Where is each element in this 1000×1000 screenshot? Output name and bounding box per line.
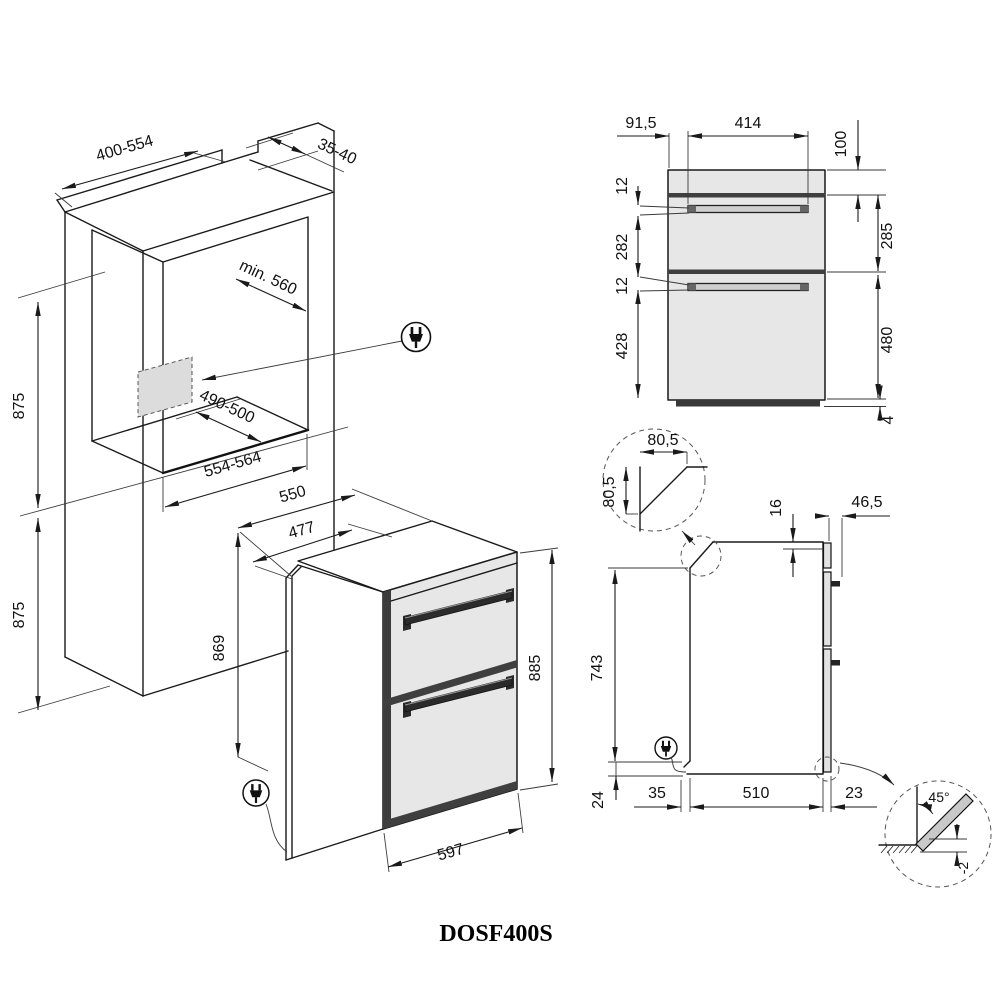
dim-depth: 510 <box>743 785 770 802</box>
dim-front-lower-door: 480 <box>879 327 896 354</box>
dim-bottom-clearance: 24 <box>590 791 607 809</box>
dim-front-gap: 35 <box>648 785 666 802</box>
dim-oven-body-depth: 477 <box>287 519 317 543</box>
model-label: DOSF400S <box>439 921 552 947</box>
dim-front-plinth: 4 <box>880 415 897 424</box>
dim-oven-width: 597 <box>436 841 466 865</box>
dim-top-recess: 16 <box>768 499 785 517</box>
dim-cabinet-upper-height: 875 <box>11 393 28 420</box>
dim-front-gap-lower: 12 <box>614 277 631 295</box>
floor-hatch <box>880 845 918 854</box>
dim-rear-height: 743 <box>589 655 606 682</box>
oven-isometric: 550 477 869 885 597 <box>211 483 559 873</box>
cabinet-isometric: 400-554 35-40 min. 560 490-500 554-564 8… <box>11 122 432 714</box>
dim-front-between-handles: 282 <box>614 234 631 261</box>
dim-front-handle-width: 414 <box>735 115 762 132</box>
side-handle-upper <box>831 581 840 587</box>
dim-front-clearance: 46,5 <box>851 494 882 511</box>
dim-chamfer-height: 80,5 <box>601 476 618 507</box>
dim-front-lower-height: 428 <box>614 333 631 360</box>
tilted-door <box>915 793 974 852</box>
door-tilt-detail: 45° -2 <box>878 780 992 888</box>
dim-door-thickness: 23 <box>845 785 863 802</box>
front-handle-upper <box>687 204 809 214</box>
dim-front-gap-upper: 12 <box>614 177 631 195</box>
front-handle-lower <box>687 282 809 292</box>
dim-chamfer-width: 80,5 <box>647 432 678 449</box>
power-plug-icon <box>400 321 432 353</box>
oven-handle-lower <box>403 675 514 718</box>
electrical-area-patch <box>137 356 193 418</box>
power-plug-icon <box>242 779 270 807</box>
oven-handle-upper <box>403 588 514 631</box>
dim-oven-body-height: 869 <box>211 635 228 662</box>
dim-door-angle: 45° <box>928 789 949 805</box>
plinth <box>676 400 820 407</box>
dim-cabinet-top-depth: 35-40 <box>315 136 359 169</box>
dim-front-top-offset: 100 <box>833 131 850 158</box>
dim-oven-total-height: 885 <box>527 655 544 682</box>
dim-cabinet-lower-height: 875 <box>11 602 28 629</box>
power-plug-icon <box>654 736 678 760</box>
dim-door-drop: -2 <box>955 862 971 875</box>
oven-side-view: 80,5 80,5 16 46,5 743 24 35 510 <box>589 428 992 888</box>
oven-front-view: 91,5 414 100 285 480 4 12 282 12 428 <box>614 115 897 424</box>
dim-front-upper-door: 285 <box>879 223 896 250</box>
chamfer-detail: 80,5 80,5 <box>601 428 708 532</box>
dim-oven-top-depth: 550 <box>278 483 308 507</box>
dim-front-side-inset: 91,5 <box>625 115 656 132</box>
side-handle-lower <box>831 660 840 666</box>
dim-cabinet-top-width: 400-554 <box>94 132 155 165</box>
